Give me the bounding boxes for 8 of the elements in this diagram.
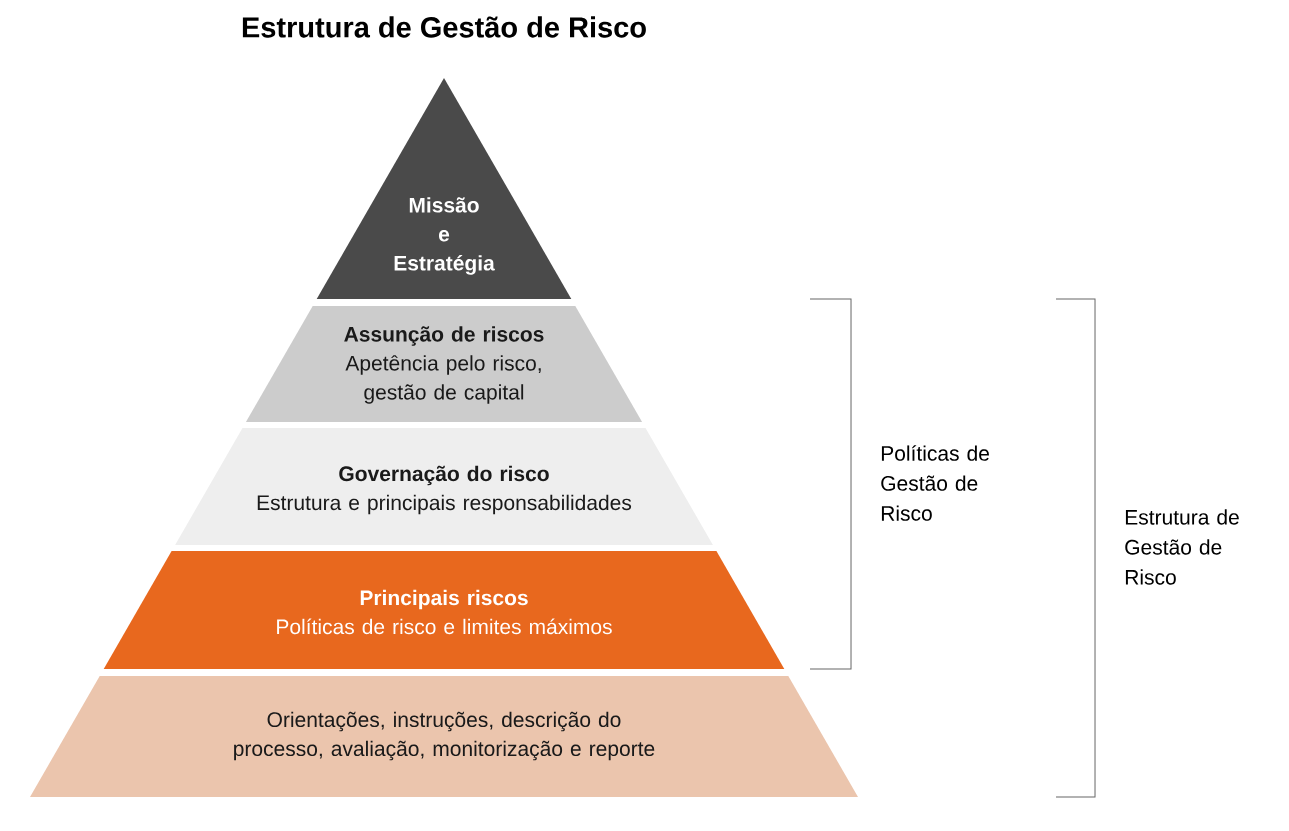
bracket-label: Estrutura de Gestão de Risco: [1125, 509, 1239, 585]
pyramid-tier: Governação do risco Estrutura e principais responsabilidades: [175, 428, 713, 545]
title: Estrutura de Gestão de Risco: [242, 16, 646, 38]
pyramid-tier: Orientações, instruções, descrição do processo, avaliação, monitorização e reporte: [30, 676, 858, 797]
pyramid-tier: Assunção de riscos Apetência pelo risco, gestão de capital: [245, 306, 643, 422]
pyramid-tier: Principais riscos Políticas de risco e limites máximos: [103, 551, 785, 669]
pyramid-tier: Missão e Estratégia: [316, 78, 572, 299]
bracket-label: Políticas de Gestão de Risco: [881, 445, 989, 521]
